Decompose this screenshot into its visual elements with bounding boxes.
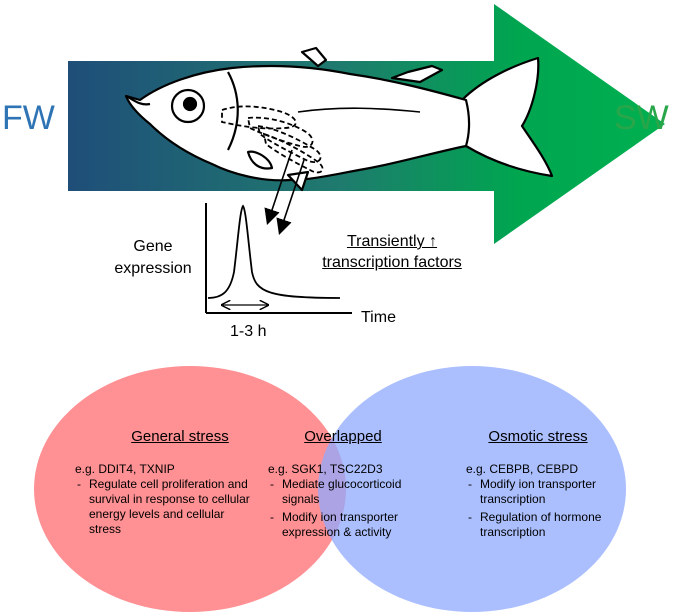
- list-item: Mediate glucocorticoid signals: [268, 477, 428, 507]
- overlap-title: Overlapped: [304, 428, 382, 445]
- osmotic-stress-list: Modify ion transporter transcription Reg…: [466, 477, 616, 543]
- list-item: Modify ion transporter expression & acti…: [268, 510, 428, 540]
- gill-arrow-1: [264, 149, 293, 226]
- overlap-list: Mediate glucocorticoid signals Modify io…: [268, 477, 428, 543]
- gene-expression-label: Gene expression: [114, 238, 192, 277]
- overlap-example: e.g. SGK1, TSC22D3: [268, 462, 383, 476]
- fw-label: FW: [2, 99, 55, 137]
- expression-peak-curve: [207, 204, 341, 299]
- general-stress-title: General stress: [131, 428, 229, 445]
- transient-tf-label: Transiently ↑ transcription factors: [322, 233, 462, 271]
- general-stress-example: e.g. DDIT4, TXNIP: [75, 462, 175, 476]
- general-stress-list: Regulate cell proliferation and survival…: [75, 477, 255, 540]
- time-label: Time: [361, 309, 396, 326]
- gill-arrow-2: [276, 159, 305, 236]
- sw-label: SW: [614, 99, 669, 137]
- fish-illustration: [124, 46, 554, 192]
- osmotic-stress-example: e.g. CEBPB, CEBPD: [466, 462, 579, 476]
- osmotic-stress-title: Osmotic stress: [488, 428, 588, 445]
- list-item: Regulation of hormone transcription: [466, 510, 616, 540]
- duration-label: 1-3 h: [230, 323, 267, 340]
- gill-outline: [221, 105, 324, 174]
- list-item: Regulate cell proliferation and survival…: [75, 477, 255, 537]
- list-item: Modify ion transporter transcription: [466, 477, 616, 507]
